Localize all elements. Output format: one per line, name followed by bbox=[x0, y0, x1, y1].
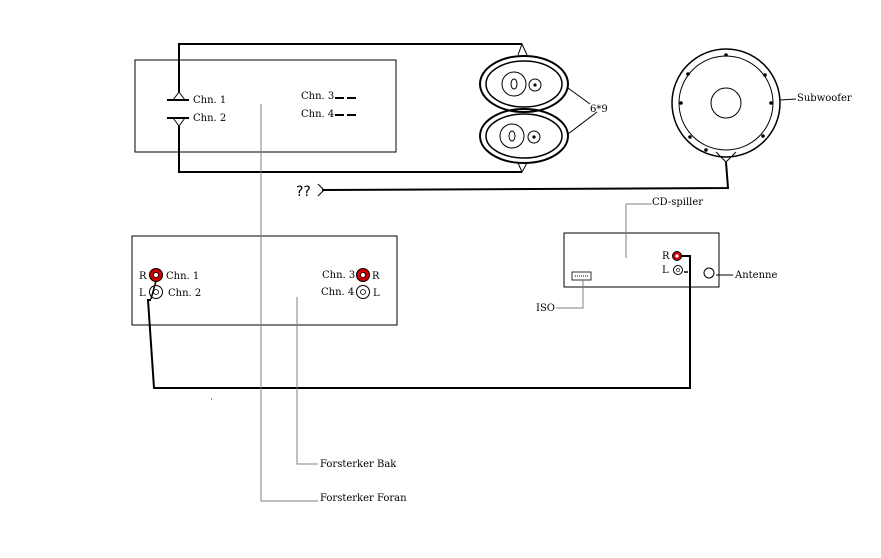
subwoofer-wire bbox=[321, 161, 730, 191]
antenna-jack bbox=[703, 267, 715, 279]
speaker-top-terminal bbox=[517, 42, 528, 56]
rca-cable-main bbox=[146, 255, 691, 389]
subwoofer-label: Subwoofer bbox=[797, 93, 852, 104]
speaker-6x9-bottom bbox=[479, 108, 569, 164]
iso-label: ISO bbox=[536, 303, 555, 314]
bottom-ch1-label: Chn. 1 bbox=[166, 271, 199, 282]
subwoofer bbox=[671, 48, 781, 163]
cd-l-label: L bbox=[662, 265, 669, 276]
iso-callout-line bbox=[556, 280, 584, 309]
top-amplifier-box bbox=[134, 59, 397, 153]
top-ch1-label: Chn. 1 bbox=[193, 95, 226, 106]
wire-ch1-to-speaker bbox=[178, 43, 522, 92]
antenna-label: Antenne bbox=[734, 270, 777, 281]
speaker-callout-line-top bbox=[567, 87, 591, 105]
top-ch2-label: Chn. 2 bbox=[193, 113, 226, 124]
stray-mark bbox=[211, 398, 212, 400]
bottom-l-right-label: L bbox=[373, 288, 380, 299]
subwoofer-wire-end bbox=[317, 183, 325, 197]
bottom-r-right-label: R bbox=[372, 271, 380, 282]
speakers-label: 6*9 bbox=[590, 104, 608, 115]
bottom-ch2-label: Chn. 2 bbox=[168, 288, 201, 299]
front-amp-callout-line bbox=[260, 104, 318, 502]
unknown-source-label: ?? bbox=[296, 184, 311, 200]
top-ch4-label: Chn. 4 bbox=[301, 109, 334, 120]
bottom-r-left-label: R bbox=[139, 271, 147, 282]
cd-title: CD-spiller bbox=[652, 197, 703, 208]
subwoofer-callout-line bbox=[779, 98, 797, 101]
bottom-amplifier-box bbox=[131, 235, 398, 326]
rca-cable-ch1-lead bbox=[150, 280, 157, 300]
rear-amp-callout-line bbox=[296, 297, 318, 465]
speaker-6x9-top bbox=[479, 55, 569, 113]
front-amp-label: Forsterker Foran bbox=[320, 493, 407, 504]
ch2-connector bbox=[167, 117, 189, 127]
top-ch3-label: Chn. 3 bbox=[301, 91, 334, 102]
speaker-bottom-terminal bbox=[517, 162, 528, 174]
bottom-ch4-label: Chn. 4 bbox=[321, 287, 354, 298]
cd-r-label: R bbox=[662, 251, 670, 262]
bottom-ch3-label: Chn. 3 bbox=[322, 270, 355, 281]
speaker-callout-line-bottom bbox=[567, 111, 598, 135]
ch1-connector bbox=[167, 91, 189, 101]
bottom-l-left-label: L bbox=[139, 288, 146, 299]
cd-player-box bbox=[563, 232, 720, 288]
rear-amp-label: Forsterker Bak bbox=[320, 459, 397, 470]
wire-ch2-to-speaker bbox=[178, 126, 522, 173]
